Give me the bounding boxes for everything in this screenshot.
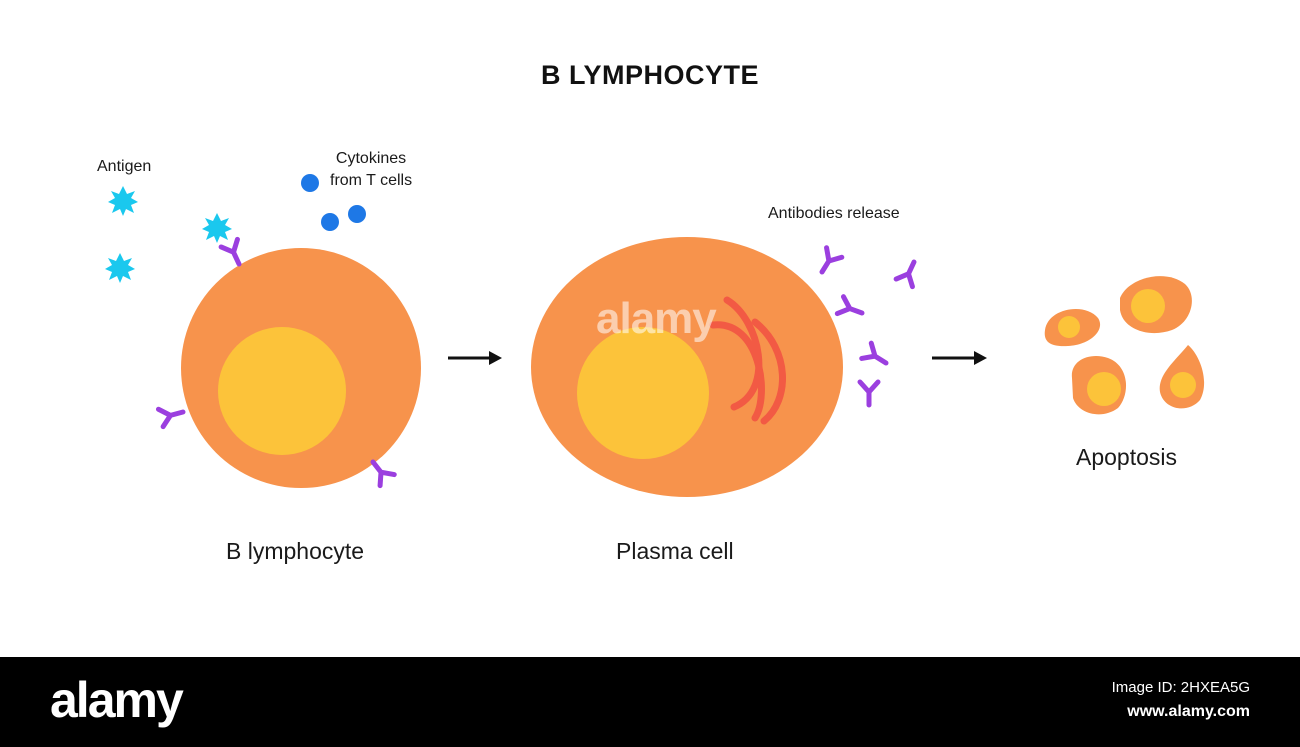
plasma-cell	[531, 237, 843, 497]
released-antibody	[814, 248, 841, 277]
released-antibody	[862, 343, 891, 370]
diagram-illustration	[105, 174, 1205, 497]
cytokine-dot	[301, 174, 319, 192]
diagram-title: B LYMPHOCYTE	[540, 60, 760, 90]
cytokines-label: Cytokines from T cells	[330, 148, 412, 192]
arrow-right	[448, 351, 502, 365]
endoplasmic-reticulum	[709, 296, 786, 425]
released-antibody	[837, 297, 865, 322]
watermark-overlay: alamy	[596, 294, 717, 343]
b-lymphocyte-label: B lymphocyte	[226, 538, 365, 564]
cytokines-label-line1: Cytokines	[335, 150, 407, 167]
b-lymphocyte-nucleus	[218, 327, 346, 455]
alamy-logo: alamy	[50, 672, 184, 728]
plasma-cell-label: Plasma cell	[616, 538, 734, 564]
arrow-right	[932, 351, 987, 365]
watermark-footer: alamy Image ID: 2HXEA5G www.alamy.com	[0, 657, 1300, 747]
apoptotic-cells	[1044, 276, 1205, 415]
image-id-text: Image ID: 2HXEA5G	[1111, 679, 1250, 696]
apoptosis-label: Apoptosis	[1076, 444, 1178, 470]
plasma-cell-nucleus	[577, 327, 709, 459]
cytokines-label-line2: from T cells	[330, 172, 413, 189]
cytokine-dot	[321, 213, 339, 231]
b-lymphocyte-cell	[158, 213, 421, 488]
diagram-canvas: B LYMPHOCYTE Antigen Cytokines from T ce…	[97, 60, 1205, 564]
antigen-particle	[105, 253, 135, 283]
surface-antibody	[158, 403, 185, 426]
antigen-label: Antigen	[97, 158, 152, 175]
antigen-particle	[108, 186, 138, 216]
released-antibody	[896, 258, 922, 286]
bound-antigen	[202, 213, 232, 243]
cytokine-dot	[348, 205, 366, 223]
antibodies-release-label: Antibodies release	[768, 205, 900, 222]
released-antibody	[860, 382, 878, 405]
site-url-text: www.alamy.com	[1127, 703, 1250, 720]
